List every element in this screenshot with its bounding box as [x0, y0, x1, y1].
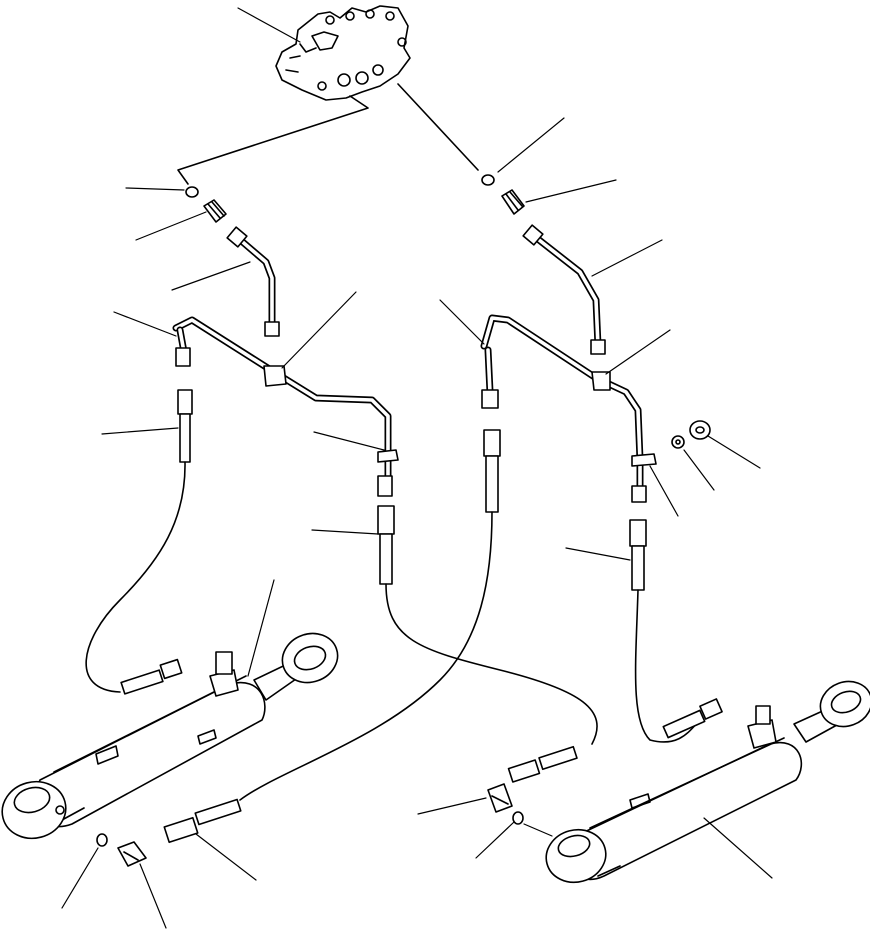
leader-line [417, 797, 487, 815]
leader-line [497, 117, 565, 173]
leader-line [683, 449, 715, 491]
leader-line [311, 529, 379, 535]
long-tube-left [172, 316, 399, 497]
leader-line [281, 291, 357, 369]
short-tube [226, 226, 280, 337]
leader-line [113, 311, 177, 337]
leader-line [135, 211, 207, 241]
leader-line [439, 299, 485, 345]
leader-line [649, 465, 679, 517]
leader-line [247, 579, 275, 677]
o-ring [185, 186, 199, 198]
leader-line [565, 547, 631, 561]
leader-line [523, 823, 553, 837]
leader-line [171, 261, 251, 291]
hydraulic-cylinder-left [1, 632, 339, 840]
washer [671, 435, 685, 449]
leader-line [101, 427, 179, 435]
o-ring [512, 811, 524, 825]
leader-line [525, 179, 617, 203]
short-tube [522, 224, 606, 355]
o-ring [96, 833, 108, 847]
hose-left-2 [377, 505, 598, 783]
nut-hole [695, 426, 705, 434]
control-valve [275, 5, 411, 101]
leader-line [605, 329, 671, 375]
callout-leaders [61, 7, 773, 929]
hydraulic-cylinder-right [545, 680, 870, 884]
elbow-fitting-lower [487, 783, 513, 813]
hose-left-1 [85, 389, 193, 695]
valve-port-leader-right [397, 83, 479, 171]
leader-line [61, 847, 99, 909]
o-ring [481, 174, 495, 186]
hose-right-2 [629, 519, 723, 743]
valve-port-leader-left [177, 95, 369, 185]
leader-line [707, 435, 761, 469]
elbow-fitting [203, 199, 227, 223]
nut [689, 420, 711, 440]
elbow-fitting [501, 189, 525, 215]
leader-line [475, 821, 515, 859]
washer-hole [675, 439, 681, 445]
leader-line [313, 431, 385, 451]
leader-line [125, 187, 185, 191]
leader-line [195, 833, 257, 881]
hose-right-1 [163, 429, 501, 844]
leader-line [703, 817, 773, 879]
leader-line [591, 239, 663, 277]
long-tube-right [480, 314, 657, 503]
leader-line [237, 7, 301, 43]
leader-line [139, 863, 167, 929]
grease-fitting [117, 841, 147, 867]
